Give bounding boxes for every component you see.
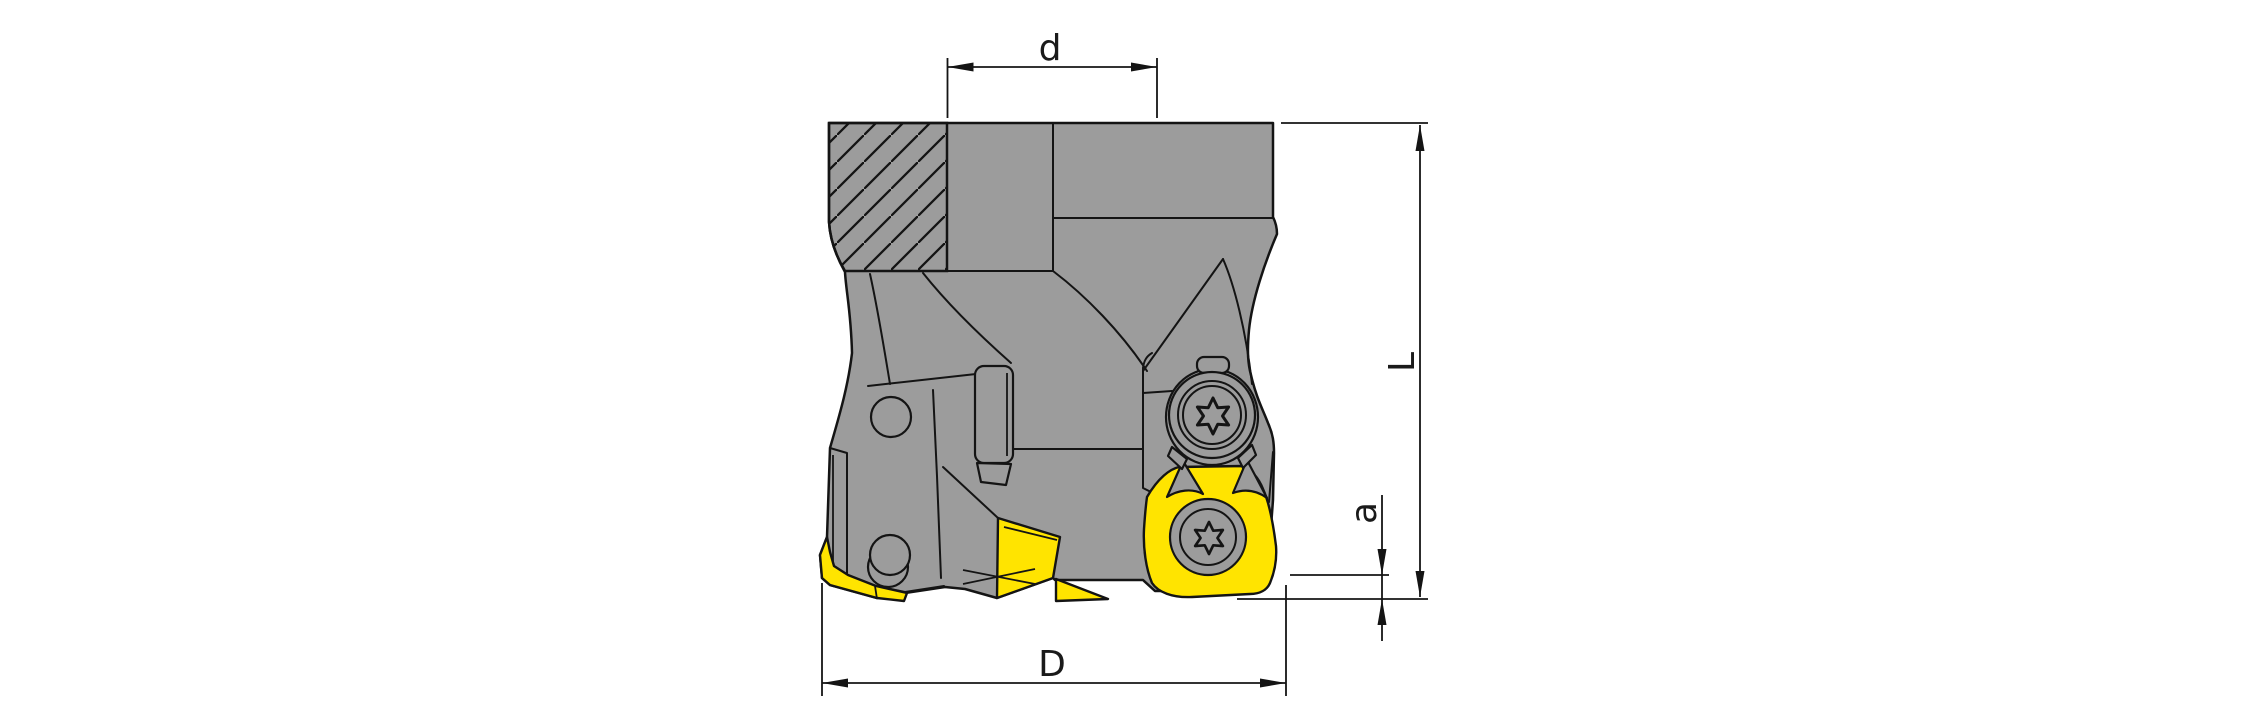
dimension-D-label: D: [1038, 644, 1066, 685]
flute-line-middle: [922, 272, 1012, 364]
insert-center-back: [962, 516, 1110, 603]
dimension-L: L: [1281, 122, 1428, 597]
mounting-holes: [866, 395, 913, 589]
dimension-d-extension-lines: [946, 58, 1158, 118]
back-insert-tip: [1054, 577, 1110, 603]
dimension-D-extension-lines: [821, 583, 1287, 696]
wedge-notch: [975, 461, 1013, 487]
torx-screw-insert: [1168, 497, 1248, 577]
mounting-hole-bottom: [868, 533, 912, 577]
flute-line-left: [869, 273, 891, 385]
screw-boss-top-tab: [1195, 355, 1231, 375]
insert-left-edge: [818, 535, 909, 603]
pocket-beak-right-edge: [1222, 258, 1253, 385]
chip-splitter-lines: [962, 568, 1036, 585]
dimension-D: D: [821, 583, 1287, 696]
section-hatch-area: [827, 121, 949, 273]
pocket-gap-left: [1165, 459, 1205, 499]
dimension-d-label: d: [1039, 28, 1062, 69]
pocket-gap-right: [1231, 458, 1269, 500]
clamp-wedge: [973, 364, 1015, 487]
flute-line-right: [1052, 270, 1148, 372]
pocket-beak-left-edge: [1142, 258, 1224, 372]
dimension-a: a: [1237, 495, 1428, 641]
torx-screw-upper: [1164, 355, 1260, 471]
dimension-d: d: [946, 28, 1158, 118]
dimension-L-label: L: [1382, 352, 1423, 372]
dimension-a-label: a: [1344, 502, 1385, 524]
mounting-hole-top: [869, 395, 913, 439]
